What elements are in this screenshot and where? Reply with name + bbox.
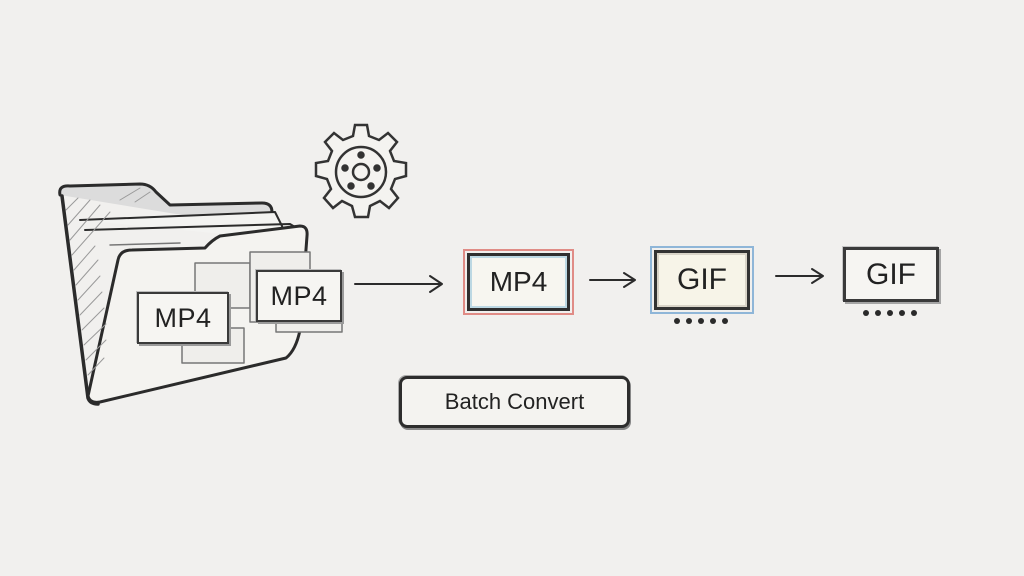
source-file-card: MP4	[256, 270, 342, 322]
dot	[875, 310, 881, 316]
stage-input-mp4: MP4	[463, 249, 574, 315]
stage-label: GIF	[677, 263, 727, 296]
stage-final-gif: GIF	[843, 247, 939, 302]
progress-dots	[674, 318, 728, 324]
source-file-card: MP4	[137, 292, 229, 344]
stage-output-gif: GIF	[650, 246, 754, 314]
dot	[899, 310, 905, 316]
arrow-right-icon	[775, 268, 824, 284]
progress-dots	[863, 310, 917, 316]
dot	[911, 310, 917, 316]
dot	[674, 318, 680, 324]
dot	[722, 318, 728, 324]
arrow-right-icon	[589, 272, 636, 288]
dot	[863, 310, 869, 316]
dot	[698, 318, 704, 324]
file-label: MP4	[270, 280, 328, 311]
file-label: MP4	[154, 302, 212, 333]
batch-convert-button[interactable]: Batch Convert	[399, 376, 630, 428]
dot	[710, 318, 716, 324]
dot	[686, 318, 692, 324]
stage-label: MP4	[489, 266, 548, 297]
arrow-right-icon	[354, 275, 443, 293]
gear-icon	[314, 123, 408, 219]
folder-icon	[58, 182, 343, 406]
button-label: Batch Convert	[444, 389, 585, 414]
stage-label: GIF	[866, 257, 916, 291]
dot	[887, 310, 893, 316]
